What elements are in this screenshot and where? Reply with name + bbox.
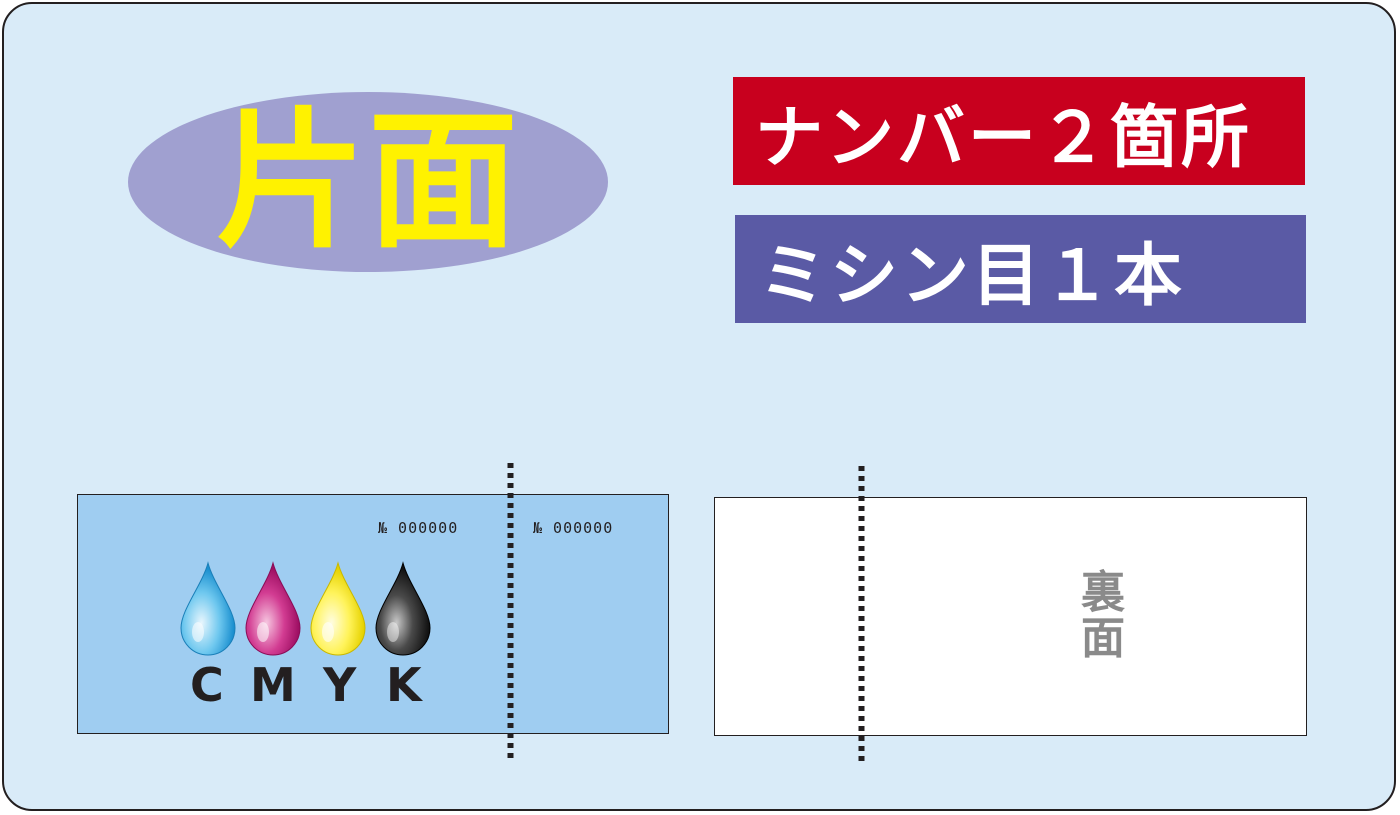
back-side-label-text: 裏面 <box>1081 567 1125 665</box>
ink-letter-c: C <box>190 658 224 712</box>
back-perforation-line <box>858 466 865 761</box>
ink-letter-m: M <box>250 658 296 712</box>
cyan-drop-icon <box>180 561 236 656</box>
front-perforation-line <box>507 463 514 758</box>
front-ticket-number-main: № 000000 <box>533 519 614 537</box>
front-ticket-number-stub: № 000000 <box>378 519 459 537</box>
ink-letter-k: K <box>386 658 422 712</box>
single-side-title: 片面 <box>215 95 520 269</box>
ink-letter-y: Y <box>323 658 357 712</box>
yellow-drop-icon <box>310 561 366 656</box>
ink-drops <box>180 561 431 656</box>
numbering-banner: ナンバー２箇所 <box>733 77 1305 185</box>
front-ticket <box>77 494 669 734</box>
perforation-banner: ミシン目１本 <box>735 215 1306 323</box>
numbering-banner-label: ナンバー２箇所 <box>755 98 1253 178</box>
back-side-label: 裏面 <box>1078 567 1128 665</box>
magenta-drop-icon <box>245 561 301 656</box>
perforation-banner-label: ミシン目１本 <box>759 236 1186 316</box>
black-drop-icon <box>375 561 431 656</box>
back-ticket <box>714 497 1307 736</box>
single-side-badge: 片面 <box>128 92 608 272</box>
